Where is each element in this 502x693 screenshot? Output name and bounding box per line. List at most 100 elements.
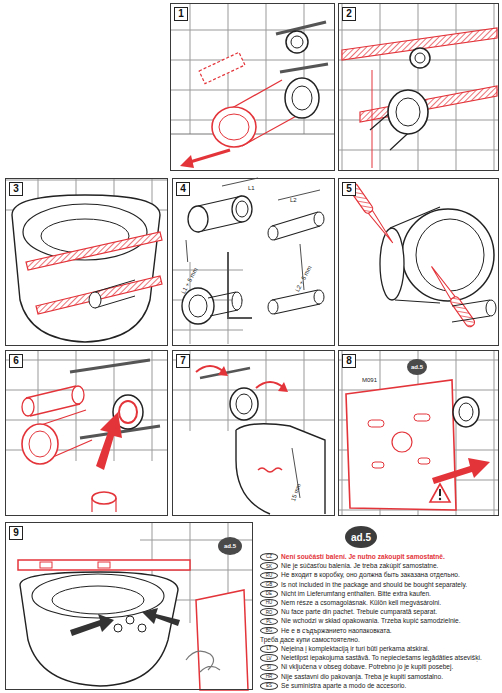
language-code: HR: [260, 673, 278, 681]
line-art: [415, 53, 425, 63]
line-art: [119, 401, 137, 423]
language-code-text: GB: [266, 582, 273, 587]
part-code: M091: [362, 377, 377, 383]
line-art: [432, 458, 490, 484]
line-art: [339, 4, 498, 170]
line-art: [314, 290, 324, 304]
step-number: 4: [176, 182, 190, 196]
accessory-badge: ad.5: [345, 526, 377, 548]
line-art: [98, 562, 110, 568]
language-code-text: LT: [267, 646, 272, 651]
step-panel: 8ad.5: [338, 350, 499, 516]
line-art: [114, 624, 122, 632]
line-art: [286, 31, 308, 53]
line-art: [372, 462, 384, 468]
line-art: [236, 424, 325, 514]
line-art: [459, 403, 473, 421]
line-art: [380, 228, 404, 300]
line-art: [429, 265, 455, 299]
line-art: [360, 86, 497, 122]
line-art: [29, 431, 51, 457]
line-art: [219, 114, 249, 140]
line-art: [188, 206, 208, 232]
step-number: 1: [174, 7, 188, 21]
line-art: [449, 295, 476, 328]
note-text: Nu face parte din pachet. Trebuie cumpar…: [281, 608, 437, 616]
line-art: [368, 420, 384, 427]
language-code: PL: [260, 618, 278, 626]
line-art: [92, 498, 116, 512]
step-five-art: [347, 182, 496, 329]
line-art: [70, 360, 150, 372]
line-art: [272, 290, 320, 314]
line-art: [228, 252, 252, 318]
line-art: [189, 295, 207, 317]
line-art: [32, 574, 164, 618]
line-art: [346, 380, 456, 510]
line-art: [272, 212, 320, 240]
line-art: [26, 232, 162, 270]
step-number: 7: [176, 354, 190, 368]
step-number: 3: [9, 182, 23, 196]
line-art: [236, 201, 248, 217]
line-art: [40, 562, 52, 568]
dimension-label: L1: [248, 185, 255, 191]
line-art: [339, 351, 498, 515]
line-art: [196, 590, 248, 690]
step-panel: 5: [338, 178, 499, 346]
line-art: [414, 414, 430, 421]
line-art: [396, 98, 420, 126]
line-art: [232, 292, 242, 310]
line-art: [291, 36, 303, 48]
note-text: Is not included in the package and shoul…: [281, 581, 467, 589]
line-art: [402, 209, 494, 301]
step-number: 6: [9, 354, 23, 368]
language-code-text: BG: [266, 628, 273, 633]
line-art: [452, 300, 490, 322]
line-art: [196, 366, 224, 372]
line-art: [232, 196, 252, 222]
line-art: [22, 424, 58, 464]
language-code: LT: [260, 645, 278, 653]
dimension-label: 15 mm: [290, 483, 302, 502]
line-art: [268, 226, 278, 240]
line-art: [126, 616, 134, 624]
line-art: [138, 624, 146, 632]
line-art: [20, 572, 178, 686]
step-nine-art: [18, 523, 252, 690]
step-panel: 4: [172, 178, 335, 346]
line-art: [388, 90, 428, 134]
step-four-art: [173, 178, 324, 344]
language-code: GB: [260, 581, 278, 589]
step-six-art: [6, 351, 167, 512]
line-art: [292, 86, 312, 110]
step-three-art: [6, 179, 167, 342]
line-art: [372, 70, 373, 168]
step-number: 9: [9, 526, 23, 540]
line-art: [22, 398, 34, 416]
line-art: [96, 412, 122, 470]
line-art: [36, 276, 162, 314]
line-art: [186, 651, 220, 672]
line-art: [256, 382, 284, 388]
badge-text: ad.5: [411, 364, 423, 370]
note-text: Neįeina į komplektaciją ir turi būti per…: [281, 645, 429, 653]
line-art: [278, 382, 288, 392]
accessory-badge: ad.5: [218, 537, 242, 555]
step-number: 5: [342, 182, 356, 196]
note-text: Nem része a csomagolásnak. Külön kell me…: [281, 599, 441, 607]
step-panel: 3: [5, 178, 168, 346]
line-art: [142, 608, 180, 626]
line-art: [95, 280, 135, 308]
language-code-text: HU: [266, 600, 273, 605]
note-text: Nije sastavni dio pakovanja. Treba je ku…: [281, 673, 443, 681]
line-art: [486, 300, 496, 316]
line-art: [171, 4, 334, 134]
language-code: LV: [260, 654, 278, 662]
language-code-text: HR: [266, 674, 273, 679]
accessory-badge: ad.5: [407, 359, 427, 375]
line-art: [418, 458, 430, 464]
line-art: [18, 560, 190, 570]
line-art: [182, 288, 214, 324]
